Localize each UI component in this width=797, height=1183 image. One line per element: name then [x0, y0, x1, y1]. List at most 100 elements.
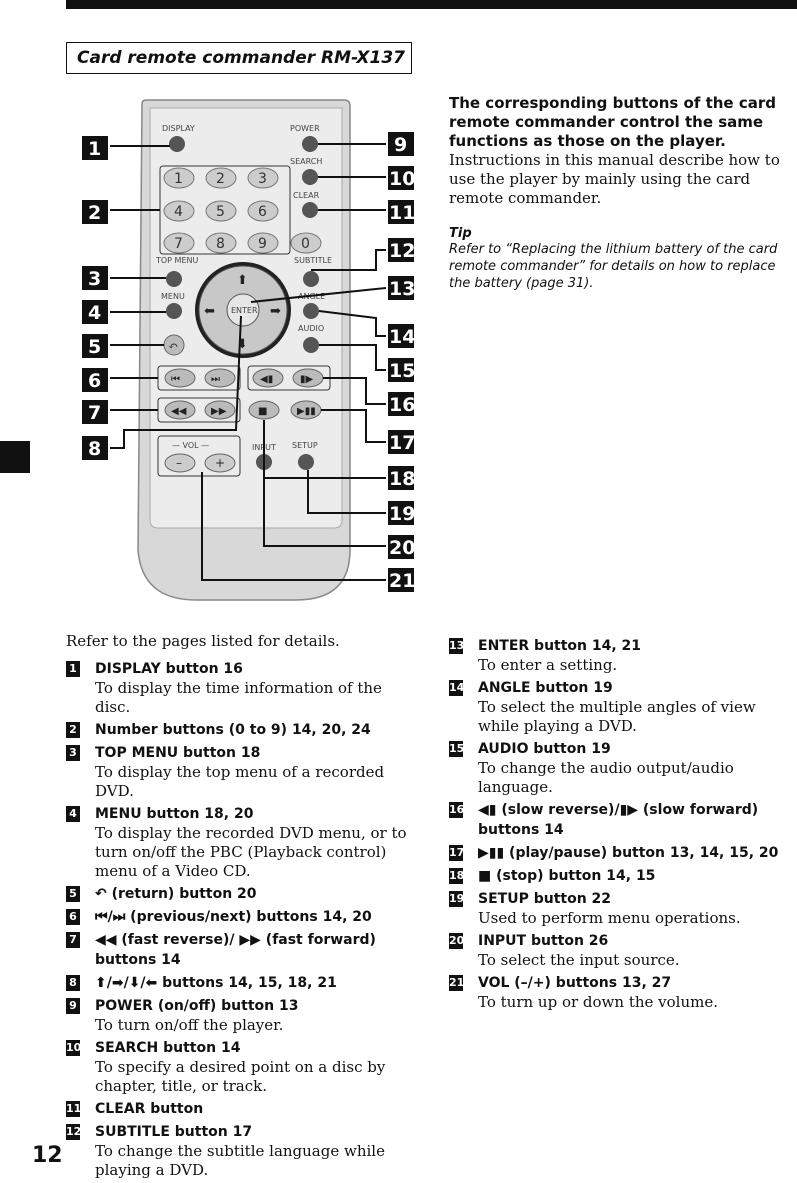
callout-1-label: 1 — [88, 138, 101, 160]
item-title: VOL (–/+) buttons 13, 27 — [478, 975, 672, 991]
slow-reverse-icon: ◀▮ — [260, 374, 273, 385]
item-description: To turn on/off the player. — [95, 1016, 284, 1034]
down-arrow-icon[interactable]: ⬇ — [237, 337, 248, 352]
slow-forward-icon: ▮▶ — [300, 374, 314, 385]
top-menu-button[interactable] — [166, 271, 182, 287]
number-key-5-label: 5 — [216, 204, 225, 220]
item-number-badge: 14 — [449, 680, 465, 696]
leader-lines — [110, 143, 387, 581]
callout-12-label: 12 — [389, 240, 415, 262]
list-item: 16◀▮ (slow reverse)/▮▶ (slow forward) bu… — [449, 800, 797, 840]
leader-17 — [321, 409, 386, 443]
tip-body: Refer to “Replacing the lithium battery … — [449, 242, 778, 291]
number-pad: 1 2 3 4 5 6 7 8 9 0 — [163, 167, 322, 254]
item-title: ▶▮▮ (play/pause) button 13, 14, 15, 20 — [478, 845, 779, 861]
item-title: ◀▮ (slow reverse)/▮▶ (slow forward) butt… — [478, 802, 759, 838]
number-key-0-label: 0 — [301, 236, 310, 252]
number-key-0[interactable] — [290, 232, 322, 254]
fast-reverse-button[interactable] — [164, 400, 196, 420]
volume-up-button[interactable] — [204, 453, 236, 473]
item-title: AUDIO button 19 — [478, 741, 611, 757]
audio-button[interactable] — [303, 337, 319, 353]
item-title: ENTER button 14, 21 — [478, 638, 642, 654]
callout-5 — [82, 334, 108, 358]
item-number-badge: 17 — [449, 845, 465, 861]
number-key-7-label: 7 — [174, 236, 183, 252]
item-number-badge: 18 — [449, 868, 465, 884]
callout-17-label: 17 — [389, 432, 415, 454]
item-number-badge: 20 — [449, 933, 465, 949]
number-key-7[interactable] — [163, 232, 195, 254]
callout-8-label: 8 — [88, 438, 101, 460]
intro-heading: The corresponding buttons of the card re… — [449, 94, 776, 150]
up-arrow-icon[interactable]: ⬆ — [237, 273, 248, 288]
search-label: SEARCH — [290, 157, 322, 166]
previous-icon: ⏮ — [171, 374, 180, 385]
item-title: CLEAR button — [95, 1101, 204, 1117]
page-number: 12 — [32, 1143, 63, 1168]
number-key-4[interactable] — [163, 200, 195, 222]
leader-21 — [201, 472, 386, 581]
setup-label: SETUP — [292, 441, 318, 450]
item-number-badge: 5 — [66, 886, 80, 902]
item-description: To display the top menu of a recorded DV… — [95, 763, 385, 800]
volume-down-button[interactable] — [164, 453, 196, 473]
callout-3-label: 3 — [88, 268, 101, 290]
leader-16 — [323, 377, 386, 405]
number-key-8[interactable] — [205, 232, 237, 254]
slow-reverse-button[interactable] — [252, 368, 284, 388]
number-key-9[interactable] — [247, 232, 279, 254]
callout-14-label: 14 — [389, 326, 415, 348]
number-key-6-label: 6 — [258, 204, 267, 220]
intro-section: The corresponding buttons of the card re… — [449, 94, 797, 292]
callout-10 — [388, 166, 414, 190]
number-key-5[interactable] — [205, 200, 237, 222]
next-button[interactable] — [204, 368, 236, 388]
callout-4 — [82, 300, 108, 324]
left-arrow-icon[interactable]: ⬅ — [204, 304, 215, 319]
menu-button[interactable] — [166, 303, 182, 319]
item-title: MENU button 18, 20 — [95, 806, 254, 822]
list-item: 13 ENTER button 14, 21 To enter a setting. — [449, 636, 797, 675]
number-key-6[interactable] — [247, 200, 279, 222]
display-label: DISPLAY — [162, 124, 195, 133]
power-button[interactable] — [302, 136, 318, 152]
enter-label: ENTER — [231, 306, 258, 315]
item-title: INPUT button 26 — [478, 933, 609, 949]
item-title: SEARCH button 14 — [95, 1040, 241, 1056]
callout-3 — [82, 266, 108, 290]
callout-7 — [82, 400, 108, 424]
search-button[interactable] — [302, 169, 318, 185]
callout-16-label: 16 — [389, 394, 415, 416]
number-key-8-label: 8 — [216, 236, 225, 252]
fast-forward-button[interactable] — [204, 400, 236, 420]
list-item: 17 ▶▮▮ (play/pause) button 13, 14, 15, 20 — [449, 843, 797, 863]
number-key-3[interactable] — [247, 167, 279, 189]
clear-button[interactable] — [302, 202, 318, 218]
volume-up-label: + — [215, 456, 225, 470]
previous-button[interactable] — [164, 368, 196, 388]
display-button[interactable] — [169, 136, 185, 152]
subtitle-button[interactable] — [303, 271, 319, 287]
item-title: SUBTITLE button 17 — [95, 1124, 253, 1140]
item-number-badge: 8 — [66, 975, 80, 991]
stop-button[interactable] — [248, 400, 280, 420]
leader-15 — [319, 344, 386, 371]
setup-button[interactable] — [298, 454, 314, 470]
item-description: To enter a setting. — [478, 656, 618, 674]
number-key-1[interactable] — [163, 167, 195, 189]
item-number-badge: 7 — [66, 932, 80, 948]
item-number-badge: 13 — [449, 638, 465, 654]
right-arrow-icon[interactable]: ➡ — [270, 304, 281, 319]
number-key-2[interactable] — [205, 167, 237, 189]
item-description: To select the input source. — [478, 951, 680, 969]
leader-13 — [250, 287, 387, 303]
list-item: 7◀◀ (fast reverse)/ ▶▶ (fast forward) bu… — [66, 930, 416, 970]
callout-14 — [388, 324, 414, 348]
callout-16 — [388, 392, 414, 416]
angle-button[interactable] — [303, 303, 319, 319]
